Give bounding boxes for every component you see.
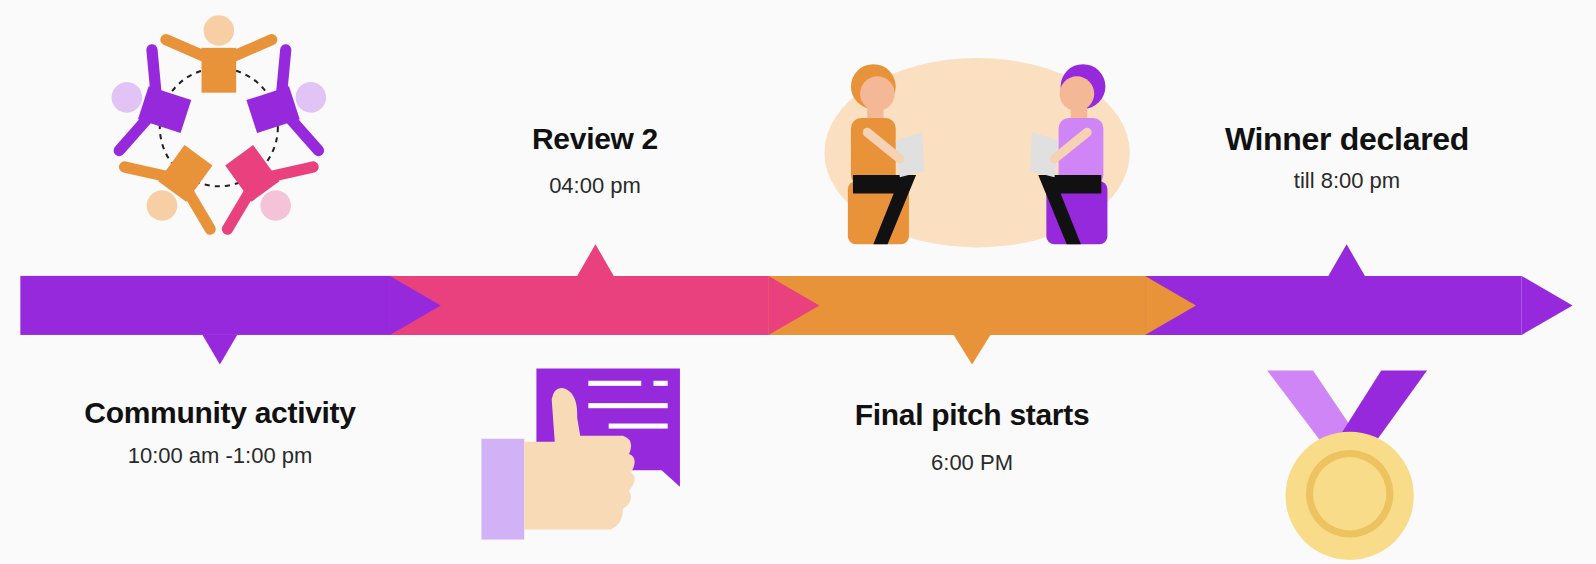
- event-heading: Review 2: [532, 122, 658, 156]
- event-time: 10:00 am -1:00 pm: [128, 443, 313, 469]
- timeline-tip: [768, 276, 819, 335]
- community-icon: [96, 15, 342, 249]
- timeline-tip: [1145, 276, 1196, 335]
- timeline-segment: [20, 276, 397, 335]
- review-icon: [481, 369, 679, 540]
- event-heading: Final pitch starts: [855, 398, 1090, 432]
- event-time: 6:00 PM: [931, 450, 1013, 476]
- timeline-segment: [768, 276, 1196, 335]
- timeline-tip: [390, 276, 441, 335]
- timeline-marker: [954, 335, 991, 365]
- medal-icon: [1267, 371, 1427, 560]
- pitch-icon: [824, 58, 1129, 247]
- timeline-arrowhead: [1522, 276, 1573, 335]
- timeline-marker: [1328, 244, 1365, 276]
- timeline-segment: [1145, 276, 1522, 335]
- timeline-marker: [203, 335, 238, 365]
- event-time: 04:00 pm: [549, 173, 641, 199]
- timeline-segment: [390, 276, 820, 335]
- event-heading: Community activity: [84, 396, 355, 430]
- event-heading: Winner declared: [1225, 121, 1469, 158]
- event-time: till 8:00 pm: [1294, 168, 1400, 194]
- timeline-marker: [577, 244, 614, 276]
